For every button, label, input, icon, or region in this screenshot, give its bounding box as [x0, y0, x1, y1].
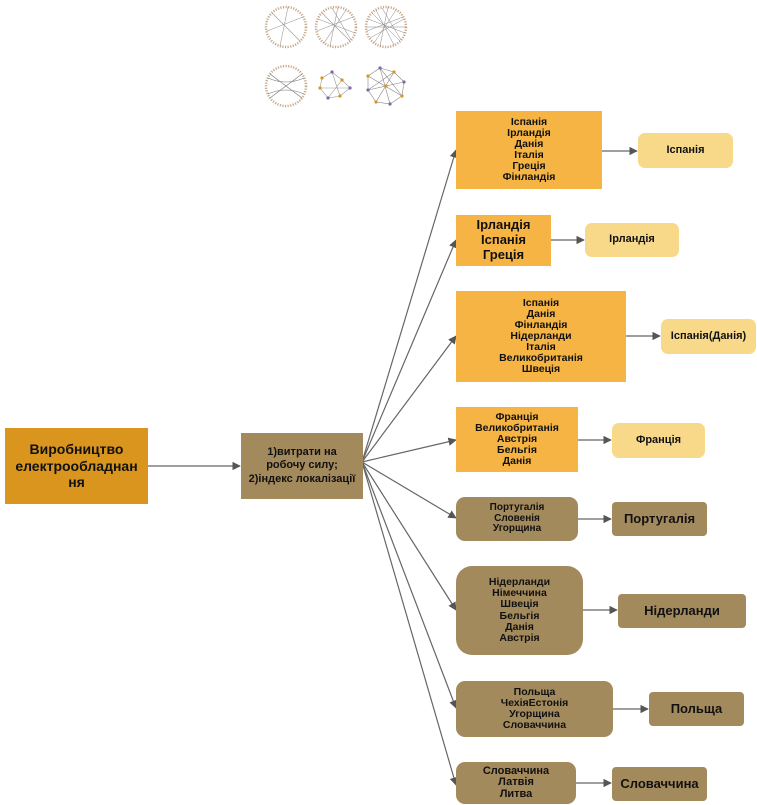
group-member: Литва [499, 787, 533, 800]
group-member: Франція [495, 410, 539, 423]
group-node: Словаччина Латвія Литва [456, 762, 576, 804]
group-member: Словенія [494, 512, 540, 524]
result-node: Нідерланди [618, 594, 746, 628]
group-node: Нідерланди Німеччина Швеція Бельгія Дані… [456, 566, 583, 655]
group-member: Нідерланди [510, 329, 572, 342]
group-member: Ірландія [507, 126, 551, 139]
group-member: Польща [513, 685, 556, 698]
group-member: Словаччина [502, 719, 567, 732]
group-member: Швеція [521, 363, 561, 376]
arrow-criteria-to-group-1 [361, 149, 458, 463]
group-member: Австрія [496, 432, 538, 445]
force-network-large-icon [366, 66, 406, 106]
result-label: Ірландія [609, 233, 655, 246]
group-node: Франція Великобританія Австрія Бельгія Д… [456, 407, 578, 472]
arrow-criteria-to-group-6 [361, 461, 457, 611]
circle-network-medium-icon [314, 5, 358, 49]
group-node: Португалія Словенія Угорщина [456, 497, 578, 541]
group-member: Бельгія [497, 444, 537, 456]
result-node: Франція [612, 423, 705, 458]
result-node: Португалія [612, 502, 707, 536]
group-member: Бельгія [499, 609, 540, 622]
group-member: Німеччина [492, 587, 547, 600]
group-member: Фінландія [514, 318, 568, 331]
arrow-criteria-to-group-2 [361, 239, 457, 463]
group-member: Греція [512, 160, 546, 173]
arrow-criteria-to-group-8 [361, 461, 458, 786]
root-line-3: ня [68, 474, 85, 491]
group-member: Угорщина [492, 523, 542, 535]
group-member: Швеція [500, 598, 539, 611]
group-member: Іспанія [522, 296, 560, 309]
group-member: Австрія [499, 631, 540, 644]
group-member: Словаччина [482, 764, 550, 777]
root-line-2: електрообладнан [15, 457, 138, 474]
group-node: Іспанія Данія Фінландія Нідерланди Італі… [456, 291, 626, 382]
group-member: Данія [526, 307, 556, 320]
group-member: Великобританія [499, 352, 583, 365]
result-node: Іспанія(Данія) [661, 319, 756, 354]
result-node: Словаччина [612, 767, 707, 801]
group-member: Італія [514, 149, 544, 161]
group-member: Греція [482, 246, 525, 262]
criteria-line-2: робочу силу; [266, 459, 338, 472]
arrow-criteria-to-group-4 [361, 437, 457, 463]
result-label: Франція [635, 433, 682, 446]
result-node: Іспанія [638, 133, 733, 168]
group-member: Ірландія [476, 217, 531, 233]
arrow-criteria-to-group-3 [361, 335, 457, 463]
group-member: Латвія [498, 776, 534, 789]
group-member: Данія [502, 455, 532, 468]
group-node: Ірландія Іспанія Греція [456, 215, 551, 266]
group-member: Данія [514, 137, 544, 150]
result-label: Іспанія [666, 143, 705, 156]
result-label: Португалія [623, 511, 696, 527]
circle-network-bundled-icon [264, 64, 308, 108]
result-node: Польща [649, 692, 744, 726]
network-thumbnails [262, 4, 410, 110]
arrow-criteria-to-group-7 [361, 461, 458, 709]
group-member: Фінландія [502, 171, 556, 184]
group-member: Данія [505, 620, 534, 633]
arrow-criteria-to-group-5 [361, 461, 457, 519]
criteria-node: 1)витрати на робочу силу; 2)індекс локал… [241, 433, 363, 499]
force-network-small-icon [318, 70, 352, 100]
result-label: Польща [670, 701, 723, 717]
group-member: Угорщина [509, 708, 560, 720]
circle-network-sparse-icon [264, 5, 308, 49]
result-label: Іспанія(Данія) [670, 329, 747, 342]
result-node: Ірландія [585, 223, 679, 257]
group-member: Іспанія [481, 232, 526, 248]
group-node: Іспанія Ірландія Данія Італія Греція Фін… [456, 111, 602, 189]
group-member: Іспанія [510, 115, 548, 128]
result-label: Нідерланди [644, 603, 720, 619]
root-node: Виробництво електрообладнан ня [5, 428, 148, 504]
circle-network-dense-icon [364, 5, 408, 49]
group-member: Португалія [489, 502, 545, 514]
group-member: Великобританія [475, 421, 559, 434]
group-member: Італія [526, 341, 556, 353]
group-member: ЧехіяЕстонія [500, 696, 569, 709]
root-line-1: Виробництво [29, 440, 124, 457]
result-label: Словаччина [620, 776, 699, 792]
group-node: Польща ЧехіяЕстонія Угорщина Словаччина [456, 681, 613, 737]
group-member: Нідерланди [488, 576, 551, 589]
criteria-line-1: 1)витрати на [267, 446, 337, 459]
criteria-line-3: 2)індекс локалізації [248, 472, 356, 485]
